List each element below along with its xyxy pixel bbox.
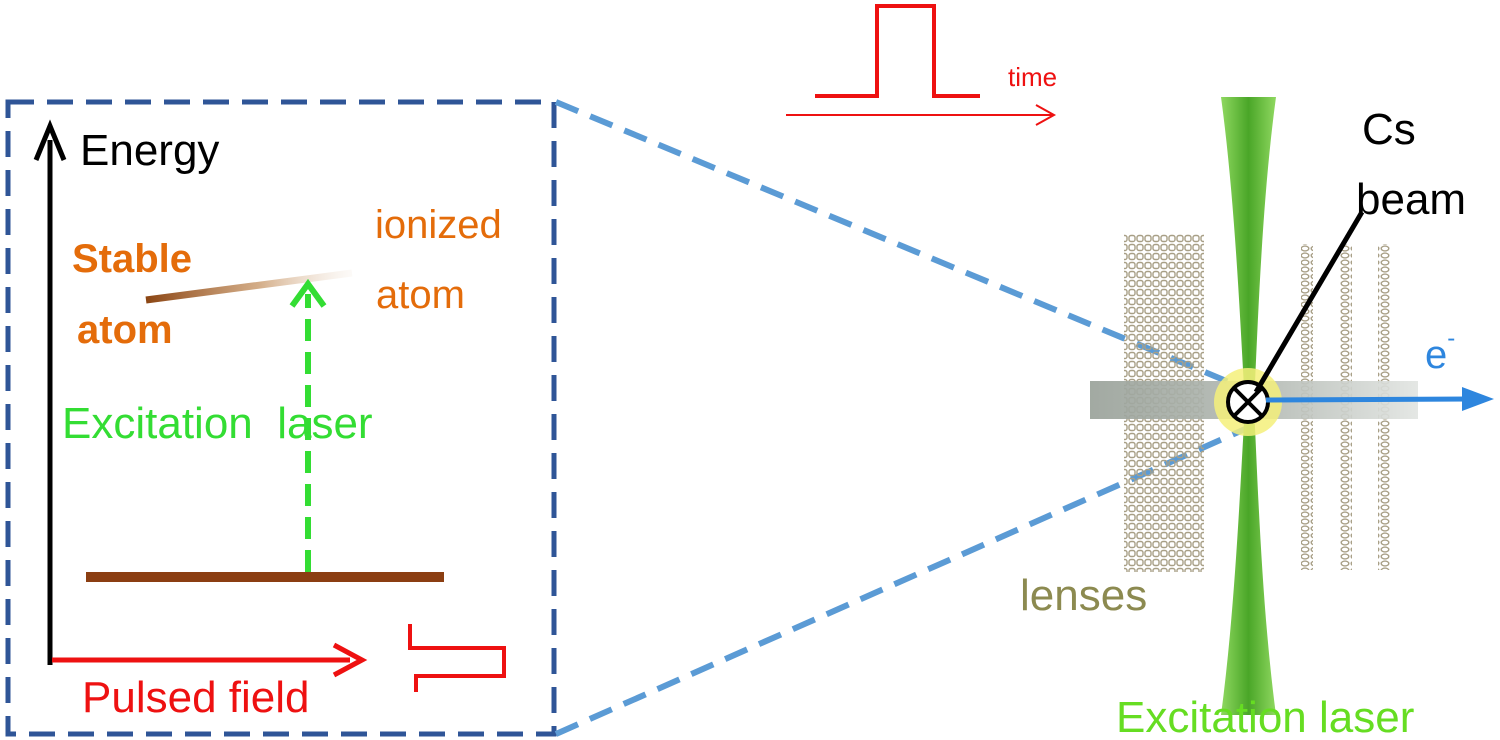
excitation-laser-label-left: Excitation laser: [62, 399, 373, 448]
time-axis-arrowhead: [1035, 104, 1057, 126]
excitation-laser-arrowhead: [289, 278, 327, 308]
inset-border: [5, 99, 557, 737]
lenses-label: lenses: [1020, 571, 1147, 620]
ionized-atom-label-line2: atom: [376, 273, 465, 317]
stable-atom-label-line2: atom: [77, 308, 173, 352]
energy-label: Energy: [80, 126, 219, 175]
pulsed-field-label: Pulsed field: [82, 673, 309, 722]
electron-label: e-: [1425, 325, 1455, 377]
cs-beam-label-line2: beam: [1356, 175, 1466, 224]
excitation-laser-label-bottom: Excitation laser: [1116, 693, 1414, 740]
time-label: time: [1008, 62, 1057, 92]
cs-beam-label-line1: Cs: [1362, 105, 1416, 154]
stable-atom-label-line1: Stable: [72, 237, 192, 281]
energy-axis-arrowhead: [33, 119, 67, 161]
circle-cross-icon: [1226, 380, 1270, 424]
pulsed-field-arrowhead: [332, 642, 368, 678]
electron-arrow: [1265, 396, 1471, 403]
pulse-waveform-field: [408, 624, 506, 692]
electron-arrowhead: [1462, 387, 1494, 411]
zoom-line-top: [554, 99, 1250, 393]
ionized-atom-label-line1: ionized: [375, 203, 502, 247]
pulse-waveform-top: [815, 4, 980, 98]
cs-beam-pointer: [1253, 210, 1365, 394]
ionized-level-line: [145, 269, 353, 304]
